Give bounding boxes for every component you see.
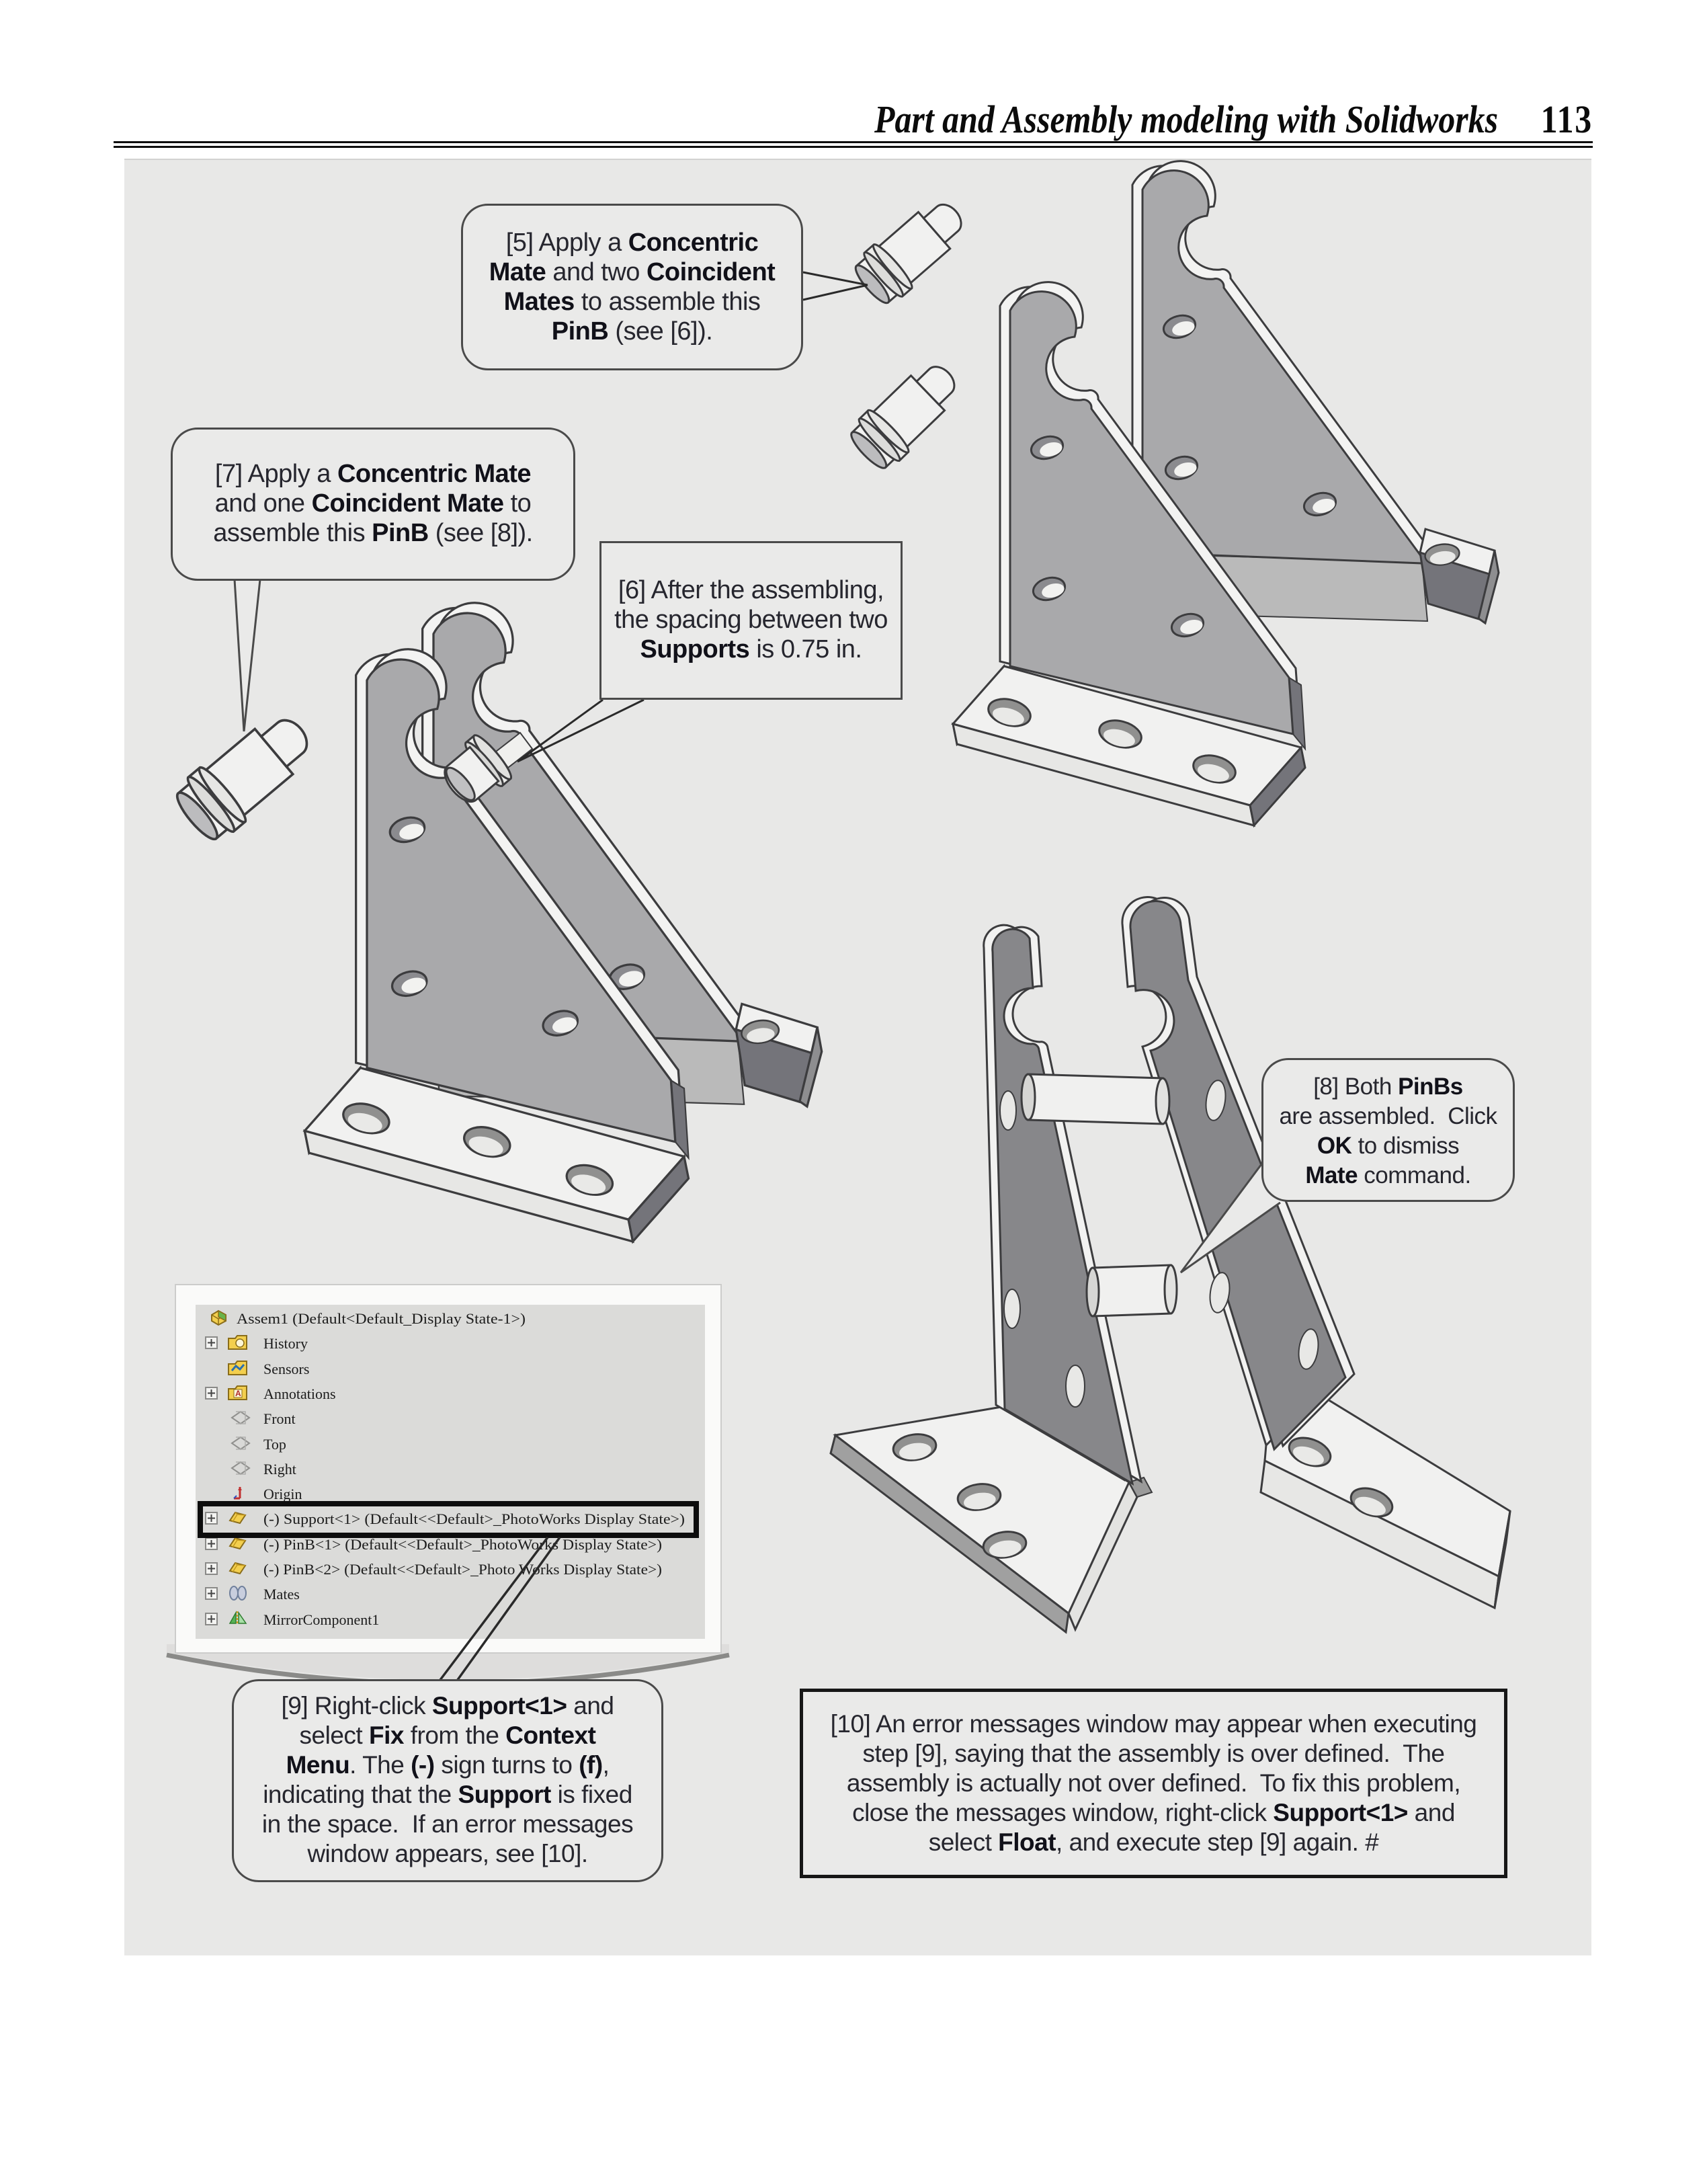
svg-text:Origin: Origin (263, 1486, 302, 1502)
svg-text:(-) Support<1> (Default<<Defau: (-) Support<1> (Default<<Default>_PhotoW… (263, 1510, 685, 1527)
svg-text:Assem1 (Default<Default_Displ: Assem1 (Default<Default_Display State-1>… (237, 1310, 526, 1327)
svg-text:Front: Front (263, 1410, 296, 1427)
svg-text:Right: Right (263, 1461, 296, 1478)
svg-text:Annotations: Annotations (263, 1385, 336, 1402)
svg-text:Mates: Mates (263, 1586, 300, 1603)
svg-text:History: History (263, 1335, 308, 1352)
svg-text:Top: Top (263, 1436, 286, 1453)
svg-text:Sensors: Sensors (263, 1361, 309, 1377)
svg-text:MirrorComponent1: MirrorComponent1 (263, 1611, 379, 1628)
svg-text:(-) PinB<1> (Default<<Default>: (-) PinB<1> (Default<<Default>_PhotoWork… (263, 1536, 662, 1553)
svg-text:(-) PinB<2> (Default<<Default>: (-) PinB<2> (Default<<Default>_Photo Wor… (263, 1561, 662, 1578)
